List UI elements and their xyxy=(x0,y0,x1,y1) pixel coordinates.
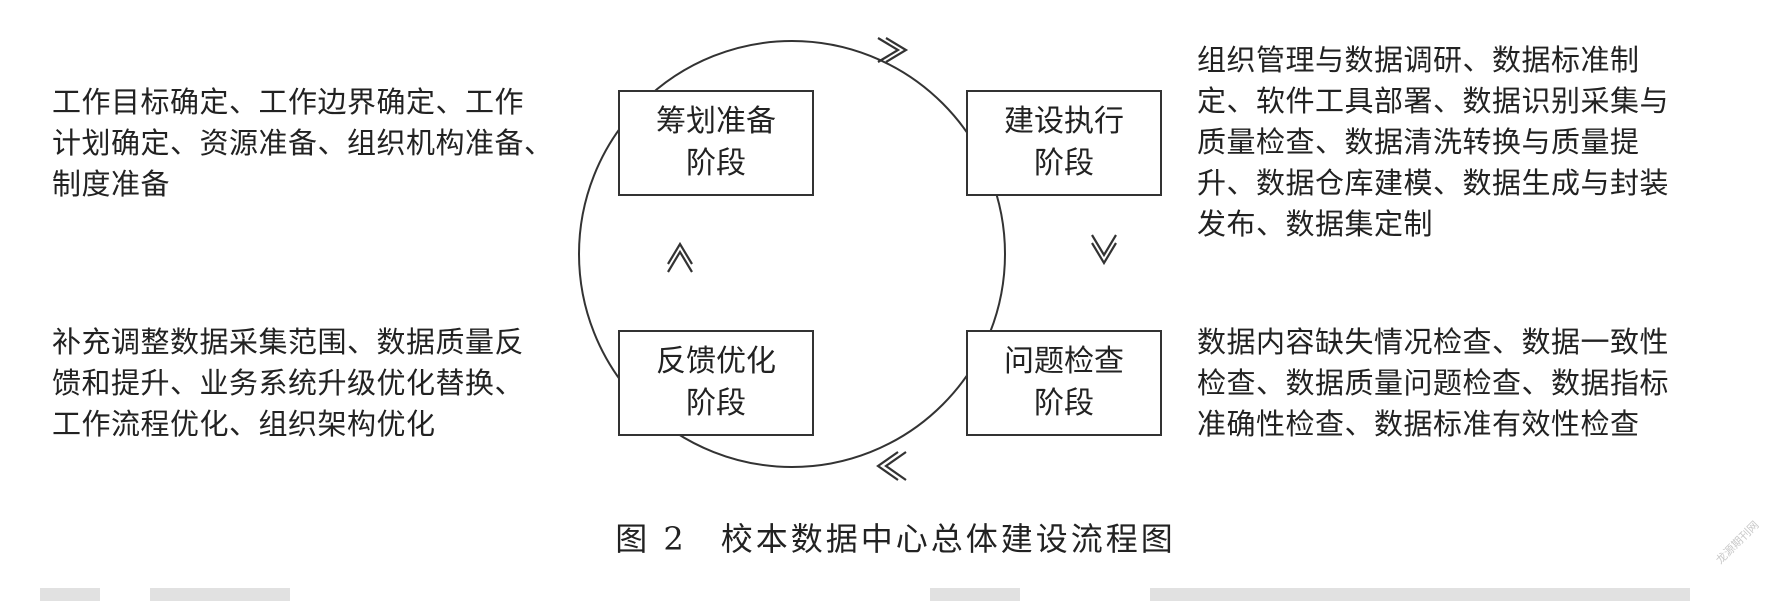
cropped-text-fragment xyxy=(930,588,1020,601)
cropped-text-fragment xyxy=(150,588,290,601)
feedback-stage-suffix: 阶段 xyxy=(686,386,746,421)
planning-stage-suffix: 阶段 xyxy=(686,146,746,181)
construction-stage-suffix: 阶段 xyxy=(1034,146,1094,181)
planning-stage-label: 筹划准备 xyxy=(656,104,776,139)
construction-stage-box: 建设执行 阶段 xyxy=(966,90,1162,196)
figure-caption: 图 2 校本数据中心总体建设流程图 xyxy=(0,514,1791,560)
arrow-top-right-icon xyxy=(877,37,909,63)
arrow-right-down-icon xyxy=(1091,234,1117,266)
cropped-text-fragments xyxy=(0,588,1791,601)
feedback-stage-box: 反馈优化 阶段 xyxy=(618,330,814,436)
inspection-stage-label: 问题检查 xyxy=(1004,344,1124,379)
construction-stage-label: 建设执行 xyxy=(1004,104,1124,139)
cropped-text-fragment xyxy=(40,588,100,601)
arrow-bottom-left-icon xyxy=(876,451,907,481)
inspection-stage-box: 问题检查 阶段 xyxy=(966,330,1162,436)
inspection-stage-suffix: 阶段 xyxy=(1034,386,1094,421)
cropped-text-fragment xyxy=(1150,588,1690,601)
figure-title: 校本数据中心总体建设流程图 xyxy=(720,520,1176,558)
inspection-description: 数据内容缺失情况检查、数据一致性 检查、数据质量问题检查、数据指标 准确性检查、… xyxy=(1197,325,1670,441)
cycle-circle xyxy=(578,40,1006,468)
feedback-description: 补充调整数据采集范围、数据质量反 馈和提升、业务系统升级优化替换、 工作流程优化… xyxy=(52,325,525,441)
figure-number: 图 2 xyxy=(615,520,687,558)
planning-stage-box: 筹划准备 阶段 xyxy=(618,90,814,196)
feedback-stage-label: 反馈优化 xyxy=(656,344,776,379)
construction-description: 组织管理与数据调研、数据标准制 定、软件工具部署、数据识别采集与 质量检查、数据… xyxy=(1197,43,1670,241)
arrow-left-up-icon xyxy=(667,241,693,273)
planning-description: 工作目标确定、工作边界确定、工作 计划确定、资源准备、组织机构准备、 制度准备 xyxy=(52,85,554,201)
